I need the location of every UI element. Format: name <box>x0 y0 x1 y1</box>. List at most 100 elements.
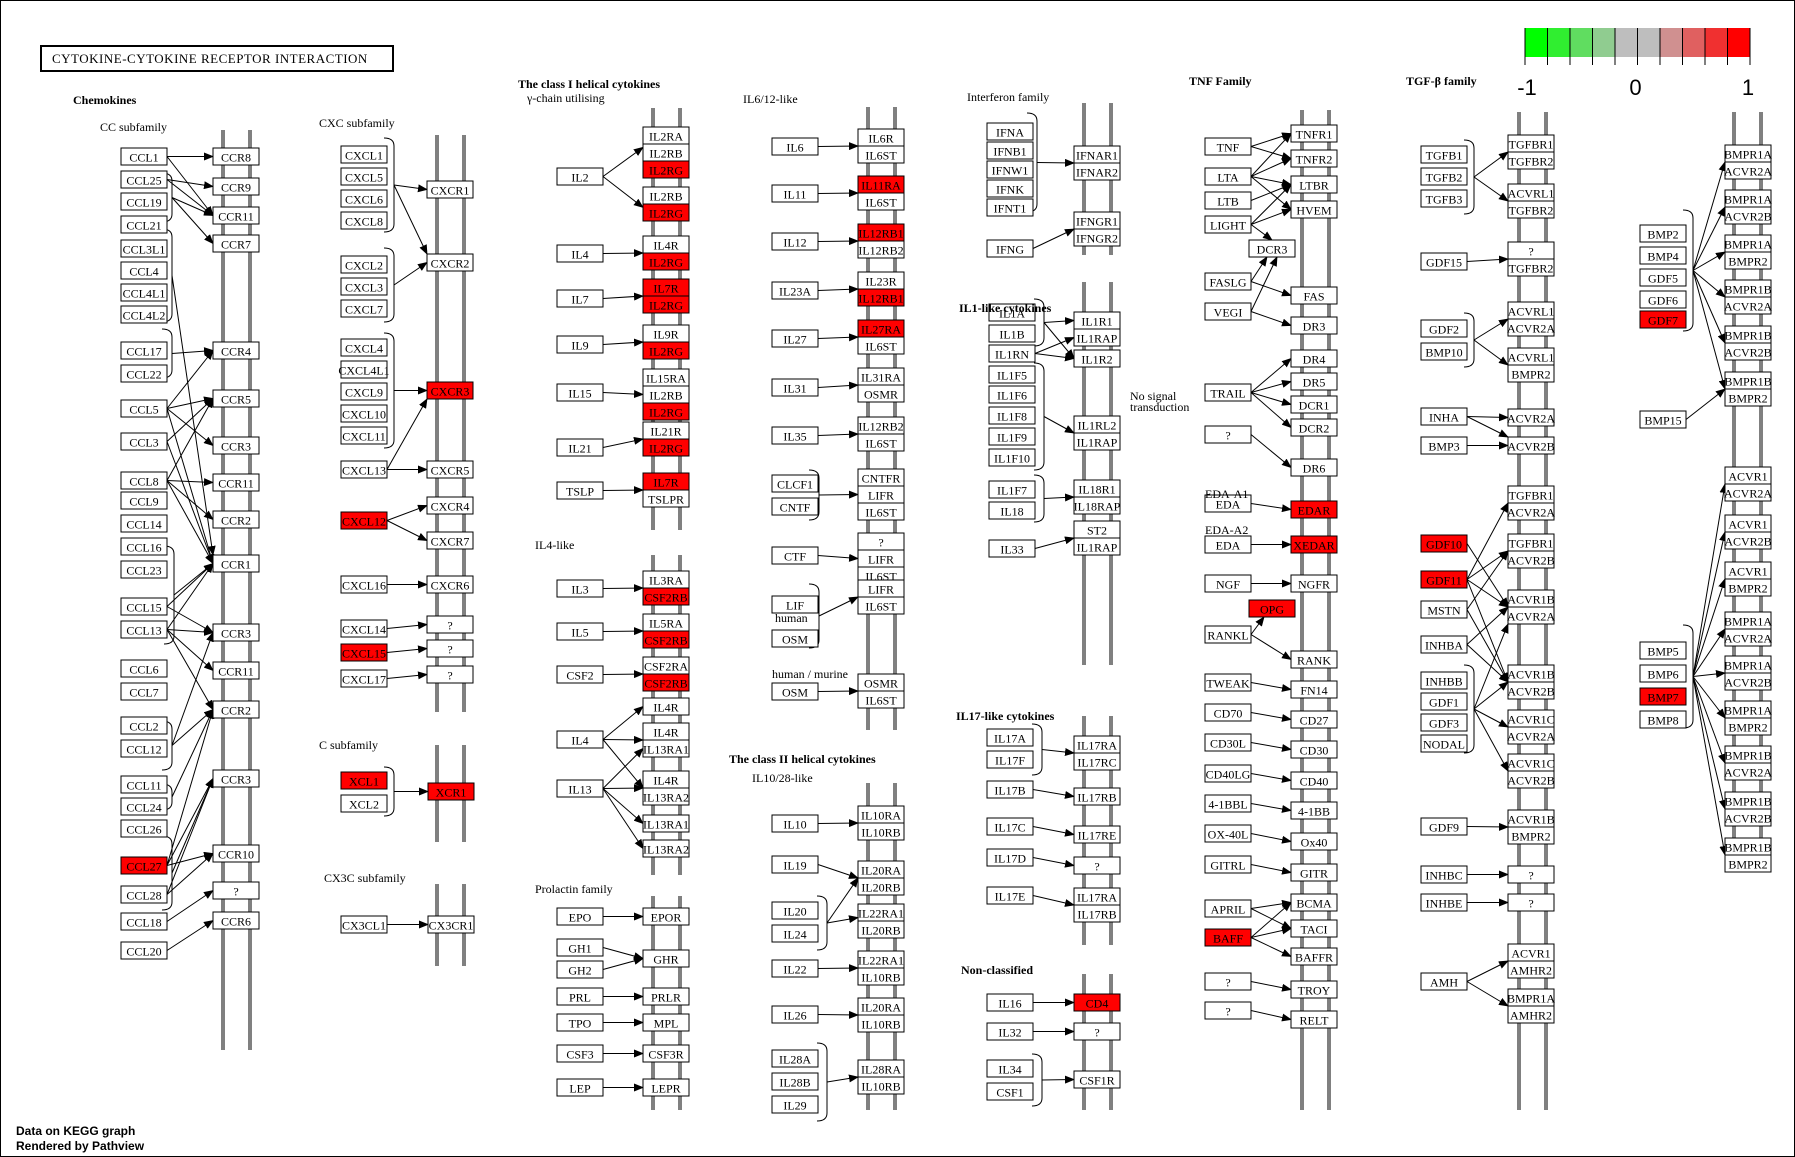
gene-node-acvr1c[interactable]: ACVR1C <box>1507 753 1555 772</box>
gene-node-acvr2a[interactable]: ACVR2A <box>1507 606 1555 625</box>
gene-node-acvr2a[interactable]: ACVR2A <box>1724 296 1772 315</box>
gene-node-bmpr2[interactable]: BMPR2 <box>1724 251 1772 270</box>
gene-node-il1rap[interactable]: IL1RAP <box>1073 328 1121 347</box>
gene-node-tgfbr2[interactable]: TGFBR2 <box>1507 151 1555 170</box>
gene-node-cxcl4l1[interactable]: CXCL4L1 <box>338 360 390 379</box>
gene-node-ccr11[interactable]: CCR11 <box>212 473 260 492</box>
gene-node-cx3cl1[interactable]: CX3CL1 <box>340 915 388 934</box>
gene-node-cxcl9[interactable]: CXCL9 <box>340 382 388 401</box>
gene-node-acvr2b[interactable]: ACVR2B <box>1507 770 1555 789</box>
gene-node-tgfb2[interactable]: TGFB2 <box>1420 167 1468 186</box>
gene-node-il10rb[interactable]: IL10RB <box>857 1076 905 1095</box>
gene-node-il13ra2[interactable]: IL13RA2 <box>642 787 690 806</box>
gene-node-acvr2a[interactable]: ACVR2A <box>1507 318 1555 337</box>
gene-node-tslpr[interactable]: TSLPR <box>642 489 690 508</box>
gene-node-troy[interactable]: TROY <box>1290 980 1338 999</box>
gene-node-bmpr1b[interactable]: BMPR1B <box>1724 837 1772 856</box>
gene-node-il1f7[interactable]: IL1F7 <box>988 480 1036 499</box>
gene-node-il4r[interactable]: IL4R <box>642 770 690 789</box>
gene-node-ccr3[interactable]: CCR3 <box>212 769 260 788</box>
gene-node-lep[interactable]: LEP <box>556 1078 604 1097</box>
gene-node-xedar[interactable]: XEDAR <box>1290 535 1338 554</box>
gene-node-osmr[interactable]: OSMR <box>857 384 905 403</box>
gene-node-hvem[interactable]: HVEM <box>1290 200 1338 219</box>
gene-node-cd30[interactable]: CD30 <box>1290 740 1338 759</box>
gene-node-acvr2b[interactable]: ACVR2B <box>1724 672 1772 691</box>
gene-node-dr6[interactable]: DR6 <box>1290 458 1338 477</box>
gene-node-bmpr2[interactable]: BMPR2 <box>1507 826 1555 845</box>
gene-node-il1rn[interactable]: IL1RN <box>988 344 1036 363</box>
gene-node-bmpr1b[interactable]: BMPR1B <box>1724 745 1772 764</box>
gene-node-il2ra[interactable]: IL2RA <box>642 126 690 145</box>
gene-node-il28ra[interactable]: IL28RA <box>857 1059 905 1078</box>
gene-node-cxcl4[interactable]: CXCL4 <box>340 338 388 357</box>
gene-node-ctf[interactable]: CTF <box>771 546 819 565</box>
gene-node-acvr1[interactable]: ACVR1 <box>1507 943 1555 962</box>
gene-node-il35[interactable]: IL35 <box>771 426 819 445</box>
gene-node-cxcr7[interactable]: CXCR7 <box>426 531 474 550</box>
gene-node-csf3[interactable]: CSF3 <box>556 1044 604 1063</box>
gene-node-il17e[interactable]: IL17E <box>986 886 1034 905</box>
gene-node-il17rb[interactable]: IL17RB <box>1073 787 1121 806</box>
gene-node-ccr3[interactable]: CCR3 <box>212 623 260 642</box>
gene-node-acvr2b[interactable]: ACVR2B <box>1724 206 1772 225</box>
gene-node-il28a[interactable]: IL28A <box>771 1049 819 1068</box>
gene-node-il3[interactable]: IL3 <box>556 579 604 598</box>
gene-node-il12rb1[interactable]: IL12RB1 <box>857 223 905 242</box>
gene-node-tgfbr1[interactable]: TGFBR1 <box>1507 533 1555 552</box>
gene-node-csf2rb[interactable]: CSF2RB <box>642 673 690 692</box>
gene-node-il2rg[interactable]: IL2RG <box>642 160 690 179</box>
gene-node-ltbr[interactable]: LTBR <box>1290 175 1338 194</box>
gene-node-acvr2b[interactable]: ACVR2B <box>1507 681 1555 700</box>
gene-node-april[interactable]: APRIL <box>1204 899 1252 918</box>
gene-node-il13ra1[interactable]: IL13RA1 <box>642 814 690 833</box>
gene-node-acvr1[interactable]: ACVR1 <box>1724 514 1772 533</box>
gene-node-dr4[interactable]: DR4 <box>1290 349 1338 368</box>
gene-node-bmpr2[interactable]: BMPR2 <box>1724 578 1772 597</box>
gene-node-tnfr1[interactable]: TNFR1 <box>1290 124 1338 143</box>
gene-node-lif[interactable]: LIF <box>771 595 819 614</box>
gene-node-bmpr1a[interactable]: BMPR1A <box>1724 234 1772 253</box>
gene-node-ccl17[interactable]: CCL17 <box>120 341 168 360</box>
gene-node-il15ra[interactable]: IL15RA <box>642 368 690 387</box>
gene-node-cd27[interactable]: CD27 <box>1290 710 1338 729</box>
gene-node-nodal[interactable]: NODAL <box>1420 734 1468 753</box>
gene-node-il20ra[interactable]: IL20RA <box>857 997 905 1016</box>
gene-node-bmp5[interactable]: BMP5 <box>1639 641 1687 660</box>
gene-node-ccl21[interactable]: CCL21 <box>120 215 168 234</box>
gene-node-il2rg[interactable]: IL2RG <box>642 438 690 457</box>
gene-node-bmpr1a[interactable]: BMPR1A <box>1724 611 1772 630</box>
gene-node-inhba[interactable]: INHBA <box>1420 635 1468 654</box>
gene-node-gdf7[interactable]: GDF7 <box>1639 310 1687 329</box>
gene-node-ccr9[interactable]: CCR9 <box>212 177 260 196</box>
gene-node-il27[interactable]: IL27 <box>771 329 819 348</box>
gene-node-unknown[interactable]: ? <box>1073 1022 1121 1041</box>
gene-node-csf1r[interactable]: CSF1R <box>1073 1070 1121 1089</box>
gene-node-il9r[interactable]: IL9R <box>642 324 690 343</box>
gene-node-bmpr1a[interactable]: BMPR1A <box>1724 700 1772 719</box>
gene-node-cxcr4[interactable]: CXCR4 <box>426 496 474 515</box>
gene-node-cxcl2[interactable]: CXCL2 <box>340 255 388 274</box>
gene-node-il17f[interactable]: IL17F <box>986 750 1034 769</box>
gene-node-rank[interactable]: RANK <box>1290 650 1338 669</box>
gene-node-cd70[interactable]: CD70 <box>1204 703 1252 722</box>
gene-node-il7r[interactable]: IL7R <box>642 472 690 491</box>
gene-node-tnf[interactable]: TNF <box>1204 137 1252 156</box>
gene-node-unknown[interactable]: ? <box>426 615 474 634</box>
gene-node-acvr2a[interactable]: ACVR2A <box>1507 408 1555 427</box>
gene-node-bmpr1a[interactable]: BMPR1A <box>1724 144 1772 163</box>
gene-node-acvr1[interactable]: ACVR1 <box>1724 466 1772 485</box>
gene-node-unknown[interactable]: ? <box>1204 425 1252 444</box>
gene-node-il10ra[interactable]: IL10RA <box>857 805 905 824</box>
gene-node-fn14[interactable]: FN14 <box>1290 680 1338 699</box>
gene-node-acvr2b[interactable]: ACVR2B <box>1724 808 1772 827</box>
gene-node-il13[interactable]: IL13 <box>556 779 604 798</box>
gene-node-il21r[interactable]: IL21R <box>642 421 690 440</box>
gene-node-ccl27[interactable]: CCL27 <box>120 856 168 875</box>
gene-node-il4r[interactable]: IL4R <box>642 697 690 716</box>
gene-node-acvr1b[interactable]: ACVR1B <box>1507 809 1555 828</box>
gene-node-ccl18[interactable]: CCL18 <box>120 912 168 931</box>
gene-node-acvr2a[interactable]: ACVR2A <box>1724 161 1772 180</box>
gene-node-gdf3[interactable]: GDF3 <box>1420 713 1468 732</box>
gene-node-acvr1b[interactable]: ACVR1B <box>1507 589 1555 608</box>
